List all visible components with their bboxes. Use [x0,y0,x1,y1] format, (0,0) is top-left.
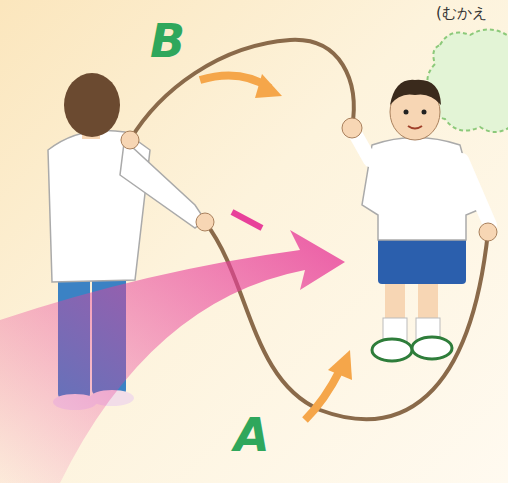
rope-label: B [150,18,185,64]
rope-label: A [234,412,270,458]
rope [205,222,488,419]
direction-arrow [255,74,282,98]
direction-arrow [328,350,352,380]
note-text: (むかえ [436,4,487,22]
motion-mark [232,212,262,228]
right-boy [342,80,497,361]
motion-arrow [0,230,345,483]
